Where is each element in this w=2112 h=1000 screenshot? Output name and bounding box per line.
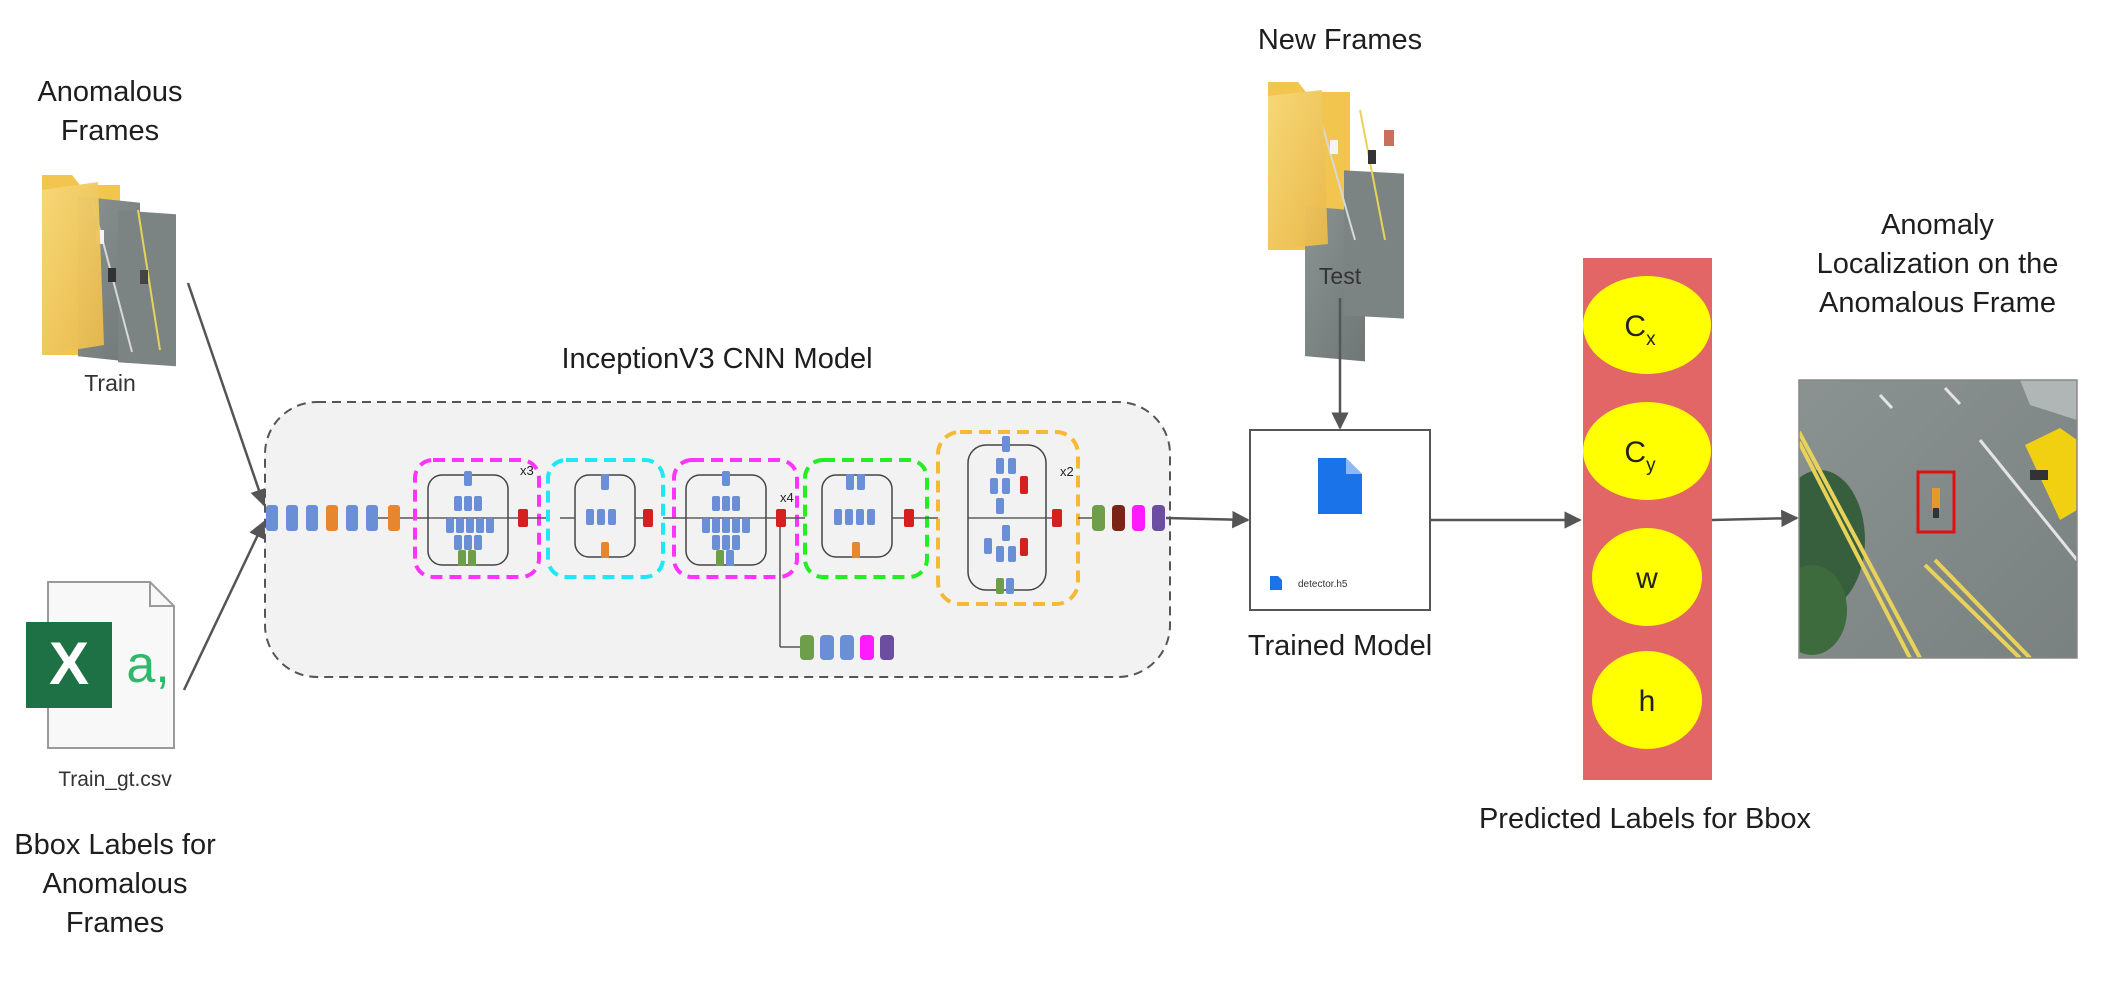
cy-ellipse	[1583, 402, 1711, 500]
train-folder-icon	[42, 175, 176, 367]
output-title: Anomaly Localization on the Anomalous Fr…	[1816, 209, 2059, 319]
labels-to-output-arrow	[1711, 509, 1799, 528]
predicted-labels-title: Predicted Labels for Bbox	[1478, 803, 1812, 835]
cx-label: Cx	[1624, 310, 1656, 350]
model-file-name: detector.h5	[1298, 579, 1348, 590]
csv-caption: Train_gt.csv	[58, 768, 172, 791]
cy-label: Cy	[1624, 436, 1656, 476]
excel-glyph: X	[49, 630, 89, 697]
bbox-overlay	[1916, 470, 1956, 534]
excel-icon	[26, 622, 112, 708]
model-title: InceptionV3 CNN Model	[561, 343, 873, 375]
small-file-icon	[1270, 576, 1282, 590]
bbox-labels-title: Bbox Labels for Anomalous Frames	[14, 829, 216, 939]
trained-model-title: Trained Model	[1247, 630, 1433, 662]
inception-module-a: x3	[413, 458, 550, 579]
inception-module-e: x2	[914, 430, 1080, 606]
csv-to-model-arrow	[182, 520, 266, 691]
train-caption: Train	[84, 370, 136, 396]
new-frames-title: New Frames	[1257, 24, 1423, 56]
model-to-trained-arrow	[1165, 510, 1250, 529]
repeat-x4-label: x4	[780, 490, 794, 505]
w-ellipse	[1592, 528, 1702, 626]
output-frame-image	[1798, 379, 2078, 659]
repeat-x2-label: x2	[1060, 464, 1074, 479]
test-folder-icon	[1268, 82, 1404, 362]
w-label: w	[1635, 562, 1658, 595]
cx-ellipse	[1583, 276, 1711, 374]
h-label: h	[1639, 685, 1656, 718]
head-blocks	[1078, 505, 1165, 531]
h-ellipse	[1592, 651, 1702, 749]
repeat-x3-label: x3	[520, 463, 534, 478]
auxiliary-branch	[779, 527, 894, 660]
inception-module-b	[546, 458, 665, 579]
file-icon	[1318, 458, 1362, 514]
csv-file-icon: X a,	[26, 581, 175, 749]
test-caption: Test	[1318, 263, 1362, 289]
anomalous-frames-title: Anomalous Frames	[37, 76, 183, 147]
excel-suffix: a,	[126, 636, 169, 694]
train-to-model-arrow	[186, 282, 268, 507]
